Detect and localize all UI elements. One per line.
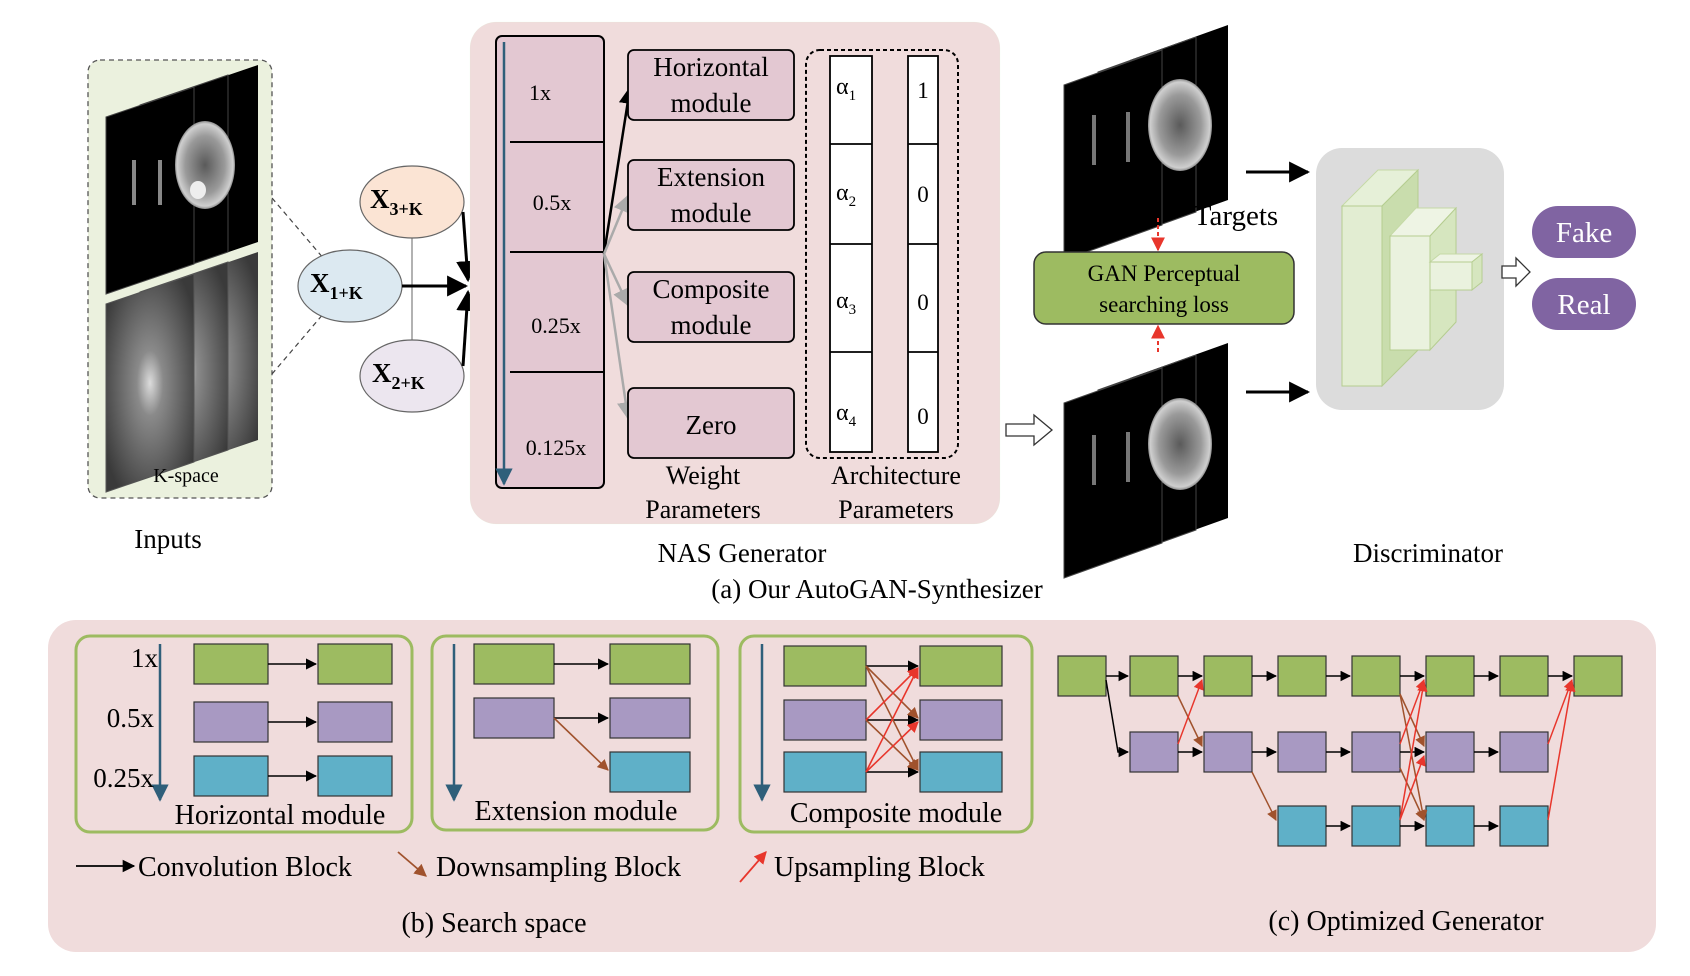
- search-composite-module: Composite module: [738, 634, 1034, 834]
- svg-text:X1+K: X1+K: [310, 268, 363, 303]
- svg-text:Horizontal module: Horizontal module: [175, 800, 386, 831]
- svg-text:Extension module: Extension module: [475, 796, 678, 827]
- node-x3: X3+K: [359, 165, 465, 239]
- svg-text:0.5x: 0.5x: [107, 703, 155, 733]
- svg-text:1x: 1x: [131, 643, 159, 673]
- legend-upsampling: Upsampling Block: [774, 852, 985, 883]
- weight-params-label-2: Parameters: [645, 495, 761, 524]
- node-x1: X1+K: [297, 249, 403, 323]
- svg-text:module: module: [671, 198, 752, 228]
- node-x2: X2+K: [359, 339, 465, 413]
- module-composite: Composite module: [627, 271, 795, 343]
- input-kspace-stack: [105, 252, 258, 493]
- scale-0.25x: 0.25x: [531, 313, 581, 338]
- inputs-title: Inputs: [134, 524, 202, 554]
- search-extension-module: Extension module: [430, 634, 720, 832]
- svg-text:Extension: Extension: [657, 162, 765, 192]
- svg-text:Real: Real: [1557, 289, 1610, 321]
- generator-output-arrow: [1005, 413, 1054, 447]
- optimized-generator: [1057, 655, 1623, 847]
- discriminator-block: [1316, 148, 1504, 410]
- target-mri-stack: [1063, 25, 1228, 261]
- synth-mri-stack: [1063, 343, 1228, 579]
- search-horizontal-module: 1x 0.5x 0.25x Horizontal module: [74, 634, 414, 834]
- nas-generator-panel: 1x 0.5x 0.25x 0.125x Horizontal module E…: [469, 21, 1001, 525]
- svg-text:0: 0: [917, 290, 929, 315]
- svg-text:0.25x: 0.25x: [93, 763, 154, 793]
- svg-text:X3+K: X3+K: [370, 184, 423, 219]
- svg-text:X2+K: X2+K: [372, 358, 425, 393]
- svg-text:GAN Perceptual: GAN Perceptual: [1088, 261, 1241, 286]
- discriminator-title: Discriminator: [1353, 538, 1503, 568]
- caption-b: (b) Search space: [401, 908, 586, 939]
- legend-convolution: Convolution Block: [138, 852, 352, 883]
- svg-text:searching loss: searching loss: [1099, 292, 1229, 317]
- weight-params-label-1: Weight: [666, 461, 741, 490]
- scale-0.125x: 0.125x: [526, 435, 587, 460]
- fake-badge: Fake: [1532, 206, 1636, 258]
- svg-text:α1: α1: [836, 74, 856, 104]
- svg-text:0: 0: [917, 404, 929, 429]
- svg-text:module: module: [671, 88, 752, 118]
- legend: Convolution Block Downsampling Block Ups…: [76, 851, 985, 883]
- arch-value-column: 1 0 0 0: [907, 55, 939, 453]
- targets-label: Targets: [1194, 200, 1278, 232]
- svg-text:Composite: Composite: [652, 274, 769, 304]
- svg-text:α3: α3: [836, 288, 856, 318]
- caption-a: (a) Our AutoGAN-Synthesizer: [711, 574, 1042, 604]
- svg-text:Zero: Zero: [686, 410, 737, 440]
- svg-text:Fake: Fake: [1556, 217, 1612, 249]
- svg-text:module: module: [671, 310, 752, 340]
- svg-text:Horizontal: Horizontal: [653, 52, 768, 82]
- module-extension: Extension module: [627, 159, 795, 231]
- svg-text:1: 1: [917, 78, 929, 103]
- caption-c: (c) Optimized Generator: [1268, 906, 1544, 937]
- module-zero: Zero: [627, 387, 795, 459]
- module-horizontal: Horizontal module: [627, 49, 795, 121]
- arch-params-label-2: Parameters: [838, 495, 954, 524]
- input-mri-stack: [105, 65, 258, 295]
- real-badge: Real: [1532, 278, 1636, 330]
- nas-generator-title: NAS Generator: [658, 538, 827, 568]
- svg-text:α2: α2: [836, 180, 856, 210]
- svg-text:α4: α4: [836, 400, 857, 430]
- scale-1x: 1x: [529, 80, 551, 105]
- arch-params-label-1: Architecture: [831, 461, 961, 490]
- inputs-panel: K-space: [87, 59, 273, 499]
- svg-text:0: 0: [917, 182, 929, 207]
- alpha-column: α1 α2 α3 α4: [829, 55, 873, 453]
- scale-0.5x: 0.5x: [533, 190, 572, 215]
- kspace-label: K-space: [153, 465, 219, 487]
- gan-perceptual-loss: GAN Perceptual searching loss: [1033, 251, 1295, 325]
- legend-downsampling: Downsampling Block: [436, 852, 681, 883]
- svg-text:Composite module: Composite module: [790, 798, 1002, 829]
